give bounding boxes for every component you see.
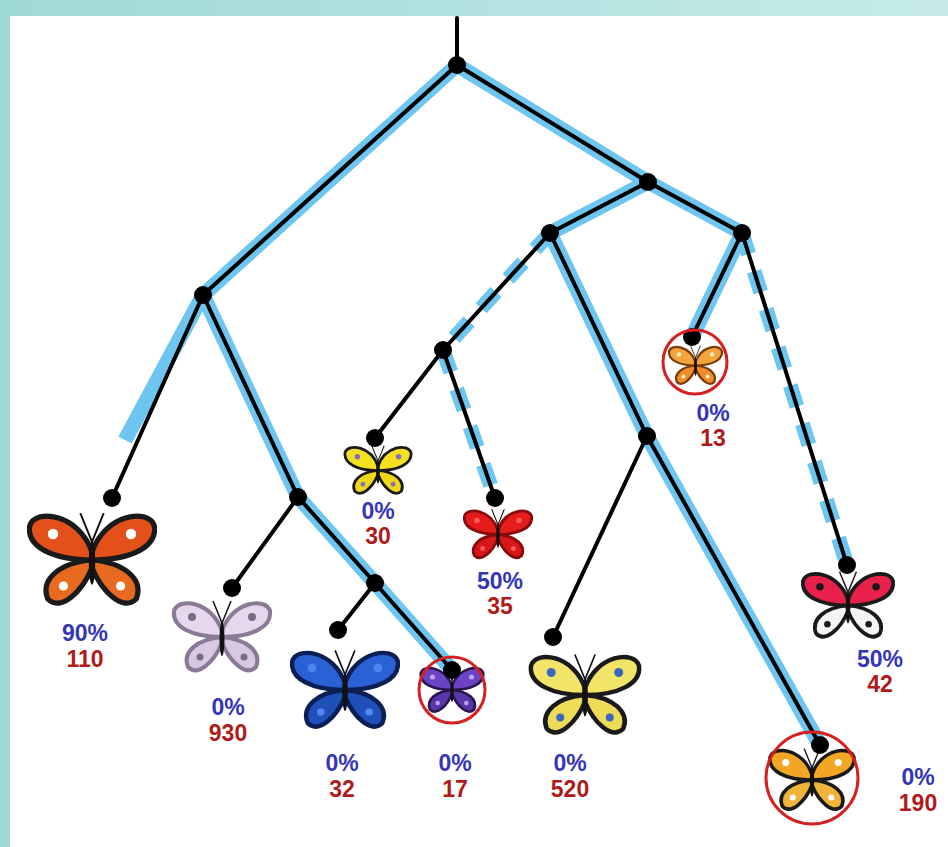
highlight-circles — [419, 330, 858, 824]
count-label: 32 — [327, 778, 357, 801]
percent-label: 0% — [323, 752, 360, 775]
percent-label: 0% — [694, 402, 731, 425]
count-label: 30 — [363, 525, 393, 548]
count-label: 17 — [440, 778, 470, 801]
count-label: 35 — [485, 595, 515, 618]
count-label: 42 — [865, 673, 895, 696]
tree-nodes — [103, 56, 856, 754]
count-label: 520 — [549, 778, 591, 801]
count-label: 110 — [64, 648, 105, 671]
highlight-path — [125, 65, 847, 745]
count-label: 190 — [897, 792, 939, 815]
count-label: 930 — [207, 722, 249, 745]
percent-label: 0% — [209, 696, 246, 719]
percent-label: 0% — [436, 752, 473, 775]
percent-label: 50% — [475, 570, 525, 593]
tree-branches — [112, 18, 847, 745]
butterflies — [29, 346, 893, 809]
percent-label: 0% — [551, 752, 588, 775]
count-label: 13 — [698, 427, 728, 450]
percent-label: 90% — [60, 622, 110, 645]
percent-label: 0% — [359, 500, 396, 523]
percent-label: 50% — [855, 648, 905, 671]
percent-label: 0% — [899, 766, 936, 789]
panel — [10, 16, 948, 847]
